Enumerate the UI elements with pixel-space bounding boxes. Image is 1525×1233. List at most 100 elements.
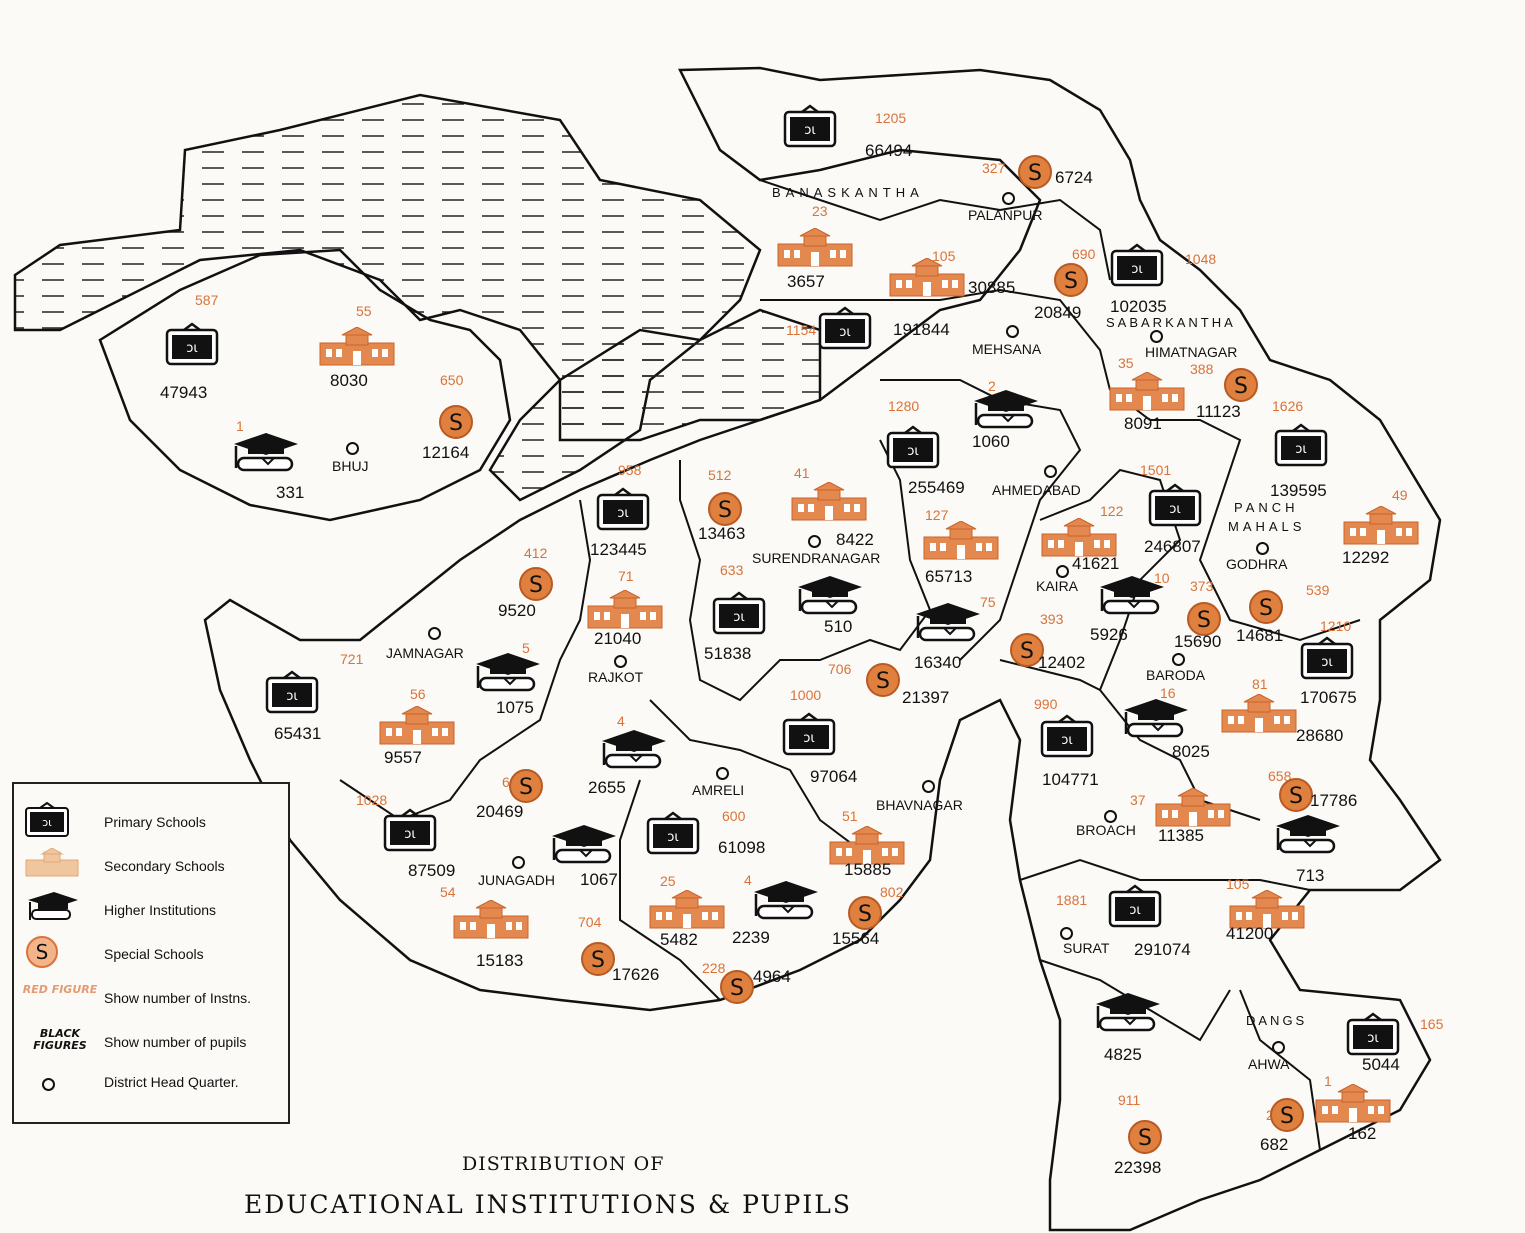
legend-row-primary: ɔι Primary Schools <box>14 802 284 842</box>
pupil-count: 291074 <box>1134 940 1191 959</box>
hq-marker-icon <box>428 627 441 640</box>
graduation-cap-icon <box>596 727 668 777</box>
graduation-cap-icon <box>546 822 618 872</box>
school-building-icon <box>1314 1083 1392 1128</box>
institution-count: 1028 <box>356 792 388 808</box>
school-building-icon <box>1108 371 1186 416</box>
graduation-cap-icon <box>968 387 1040 437</box>
institution-count: 1280 <box>888 398 920 414</box>
institution-count: 393 <box>1040 611 1064 627</box>
pupil-count: 14681 <box>1236 626 1284 645</box>
pupil-count: 28680 <box>1296 726 1344 745</box>
hq-marker-icon <box>42 1078 55 1091</box>
hq-marker-icon <box>1060 927 1073 940</box>
hq-marker-icon <box>1172 653 1185 666</box>
special-school-icon: S <box>507 767 545 809</box>
hq-name: AMRELI <box>692 782 745 798</box>
special-school-icon: S <box>1126 1118 1164 1160</box>
school-building-icon <box>1040 517 1118 562</box>
svg-text:S: S <box>591 948 605 973</box>
svg-text:S: S <box>529 573 543 598</box>
school-building-icon <box>1220 693 1298 738</box>
pupil-count: 15183 <box>476 951 524 970</box>
institution-count: 1 <box>1324 1073 1332 1089</box>
special-school-icon: S <box>437 403 475 445</box>
institution-count: 512 <box>708 467 732 483</box>
institution-count: 1154 <box>786 322 817 338</box>
pupil-count: 6724 <box>1055 168 1093 187</box>
institution-count: 1626 <box>1272 398 1304 414</box>
svg-text:ɔι: ɔι <box>1367 1031 1379 1046</box>
special-school-icon: S <box>718 968 756 1010</box>
institution-count: 721 <box>340 651 364 667</box>
pupil-count: 191844 <box>893 320 950 339</box>
institution-count: 1000 <box>790 687 822 703</box>
pupil-count: 1060 <box>972 432 1010 451</box>
district-name: DANGS <box>1246 1013 1308 1028</box>
special-school-icon: S <box>1052 261 1090 303</box>
hq-marker-icon <box>1006 325 1019 338</box>
pupil-count: 3657 <box>787 272 825 291</box>
svg-text:ɔι: ɔι <box>1169 502 1181 517</box>
institution-count: 56 <box>410 686 426 702</box>
svg-text:ɔι: ɔι <box>1061 733 1073 748</box>
pupil-count: 12402 <box>1038 653 1086 672</box>
special-school-icon: S <box>1185 600 1223 642</box>
svg-text:ɔι: ɔι <box>404 827 416 842</box>
special-school-icon: S <box>517 565 555 607</box>
institution-count: 25 <box>660 873 676 889</box>
special-school-icon: S <box>1268 1096 1306 1138</box>
hq-marker-icon <box>1056 565 1069 578</box>
institution-count: 802 <box>880 884 904 900</box>
district-name: BANASKANTHA <box>772 185 924 200</box>
special-school-icon: S <box>706 490 744 532</box>
blackboard-icon: ɔι <box>1110 243 1164 291</box>
pupil-count: 21040 <box>594 629 642 648</box>
pupil-count: 104771 <box>1042 770 1099 789</box>
institution-count: 122 <box>1100 503 1124 519</box>
institution-count: 41 <box>794 465 810 481</box>
graduation-cap-icon <box>1118 696 1190 746</box>
school-building-icon <box>776 227 854 272</box>
pupil-count: 20849 <box>1034 303 1082 322</box>
special-school-icon: S <box>579 940 617 982</box>
school-building-icon <box>378 705 456 750</box>
hq-name: BARODA <box>1146 667 1206 683</box>
graduation-cap-icon <box>748 878 820 928</box>
hq-name: SURENDRANAGAR <box>752 550 881 566</box>
pupil-count: 41621 <box>1072 554 1120 573</box>
school-building-icon <box>586 589 664 634</box>
institution-count: 1 <box>236 418 244 434</box>
graduation-cap-icon <box>228 430 300 480</box>
svg-text:ɔι: ɔι <box>907 444 919 459</box>
pupil-count: 21397 <box>902 688 950 707</box>
svg-text:S: S <box>718 498 732 523</box>
pupil-count: 65431 <box>274 724 322 743</box>
institution-count: 690 <box>1072 246 1096 262</box>
institution-count: 1210 <box>1320 618 1352 634</box>
institution-count: 990 <box>1034 696 1058 712</box>
svg-text:S: S <box>449 411 463 436</box>
svg-text:ɔι: ɔι <box>1295 442 1307 457</box>
blackboard-icon: ɔι <box>1040 714 1094 762</box>
hq-name: PALANPUR <box>968 207 1043 223</box>
pupil-count: 11123 <box>1196 402 1241 421</box>
pupil-count: 2239 <box>732 928 770 947</box>
legend-row-special: S Special Schools <box>14 934 284 974</box>
institution-count: 16 <box>1160 685 1176 701</box>
legend-higher-label: Higher Institutions <box>104 902 217 918</box>
legend-black-text: Show number of pupils <box>104 1034 247 1050</box>
pupil-count: 11385 <box>1158 826 1205 845</box>
map-title-line2: EDUCATIONAL INSTITUTIONS & PUPILS <box>244 1190 852 1219</box>
pupil-count: 20469 <box>476 802 524 821</box>
legend-row-secondary: Secondary Schools <box>14 848 284 888</box>
school-building-icon <box>1342 505 1420 550</box>
pupil-count: 9557 <box>384 748 422 767</box>
hq-marker-icon <box>512 856 525 869</box>
institution-count: 1048 <box>1185 251 1217 267</box>
pupil-count: 41200 <box>1226 924 1274 943</box>
institution-count: 1205 <box>875 110 907 126</box>
school-building-icon <box>452 899 530 944</box>
pupil-count: 102035 <box>1110 297 1167 316</box>
blackboard-icon: ɔι <box>1300 636 1354 684</box>
